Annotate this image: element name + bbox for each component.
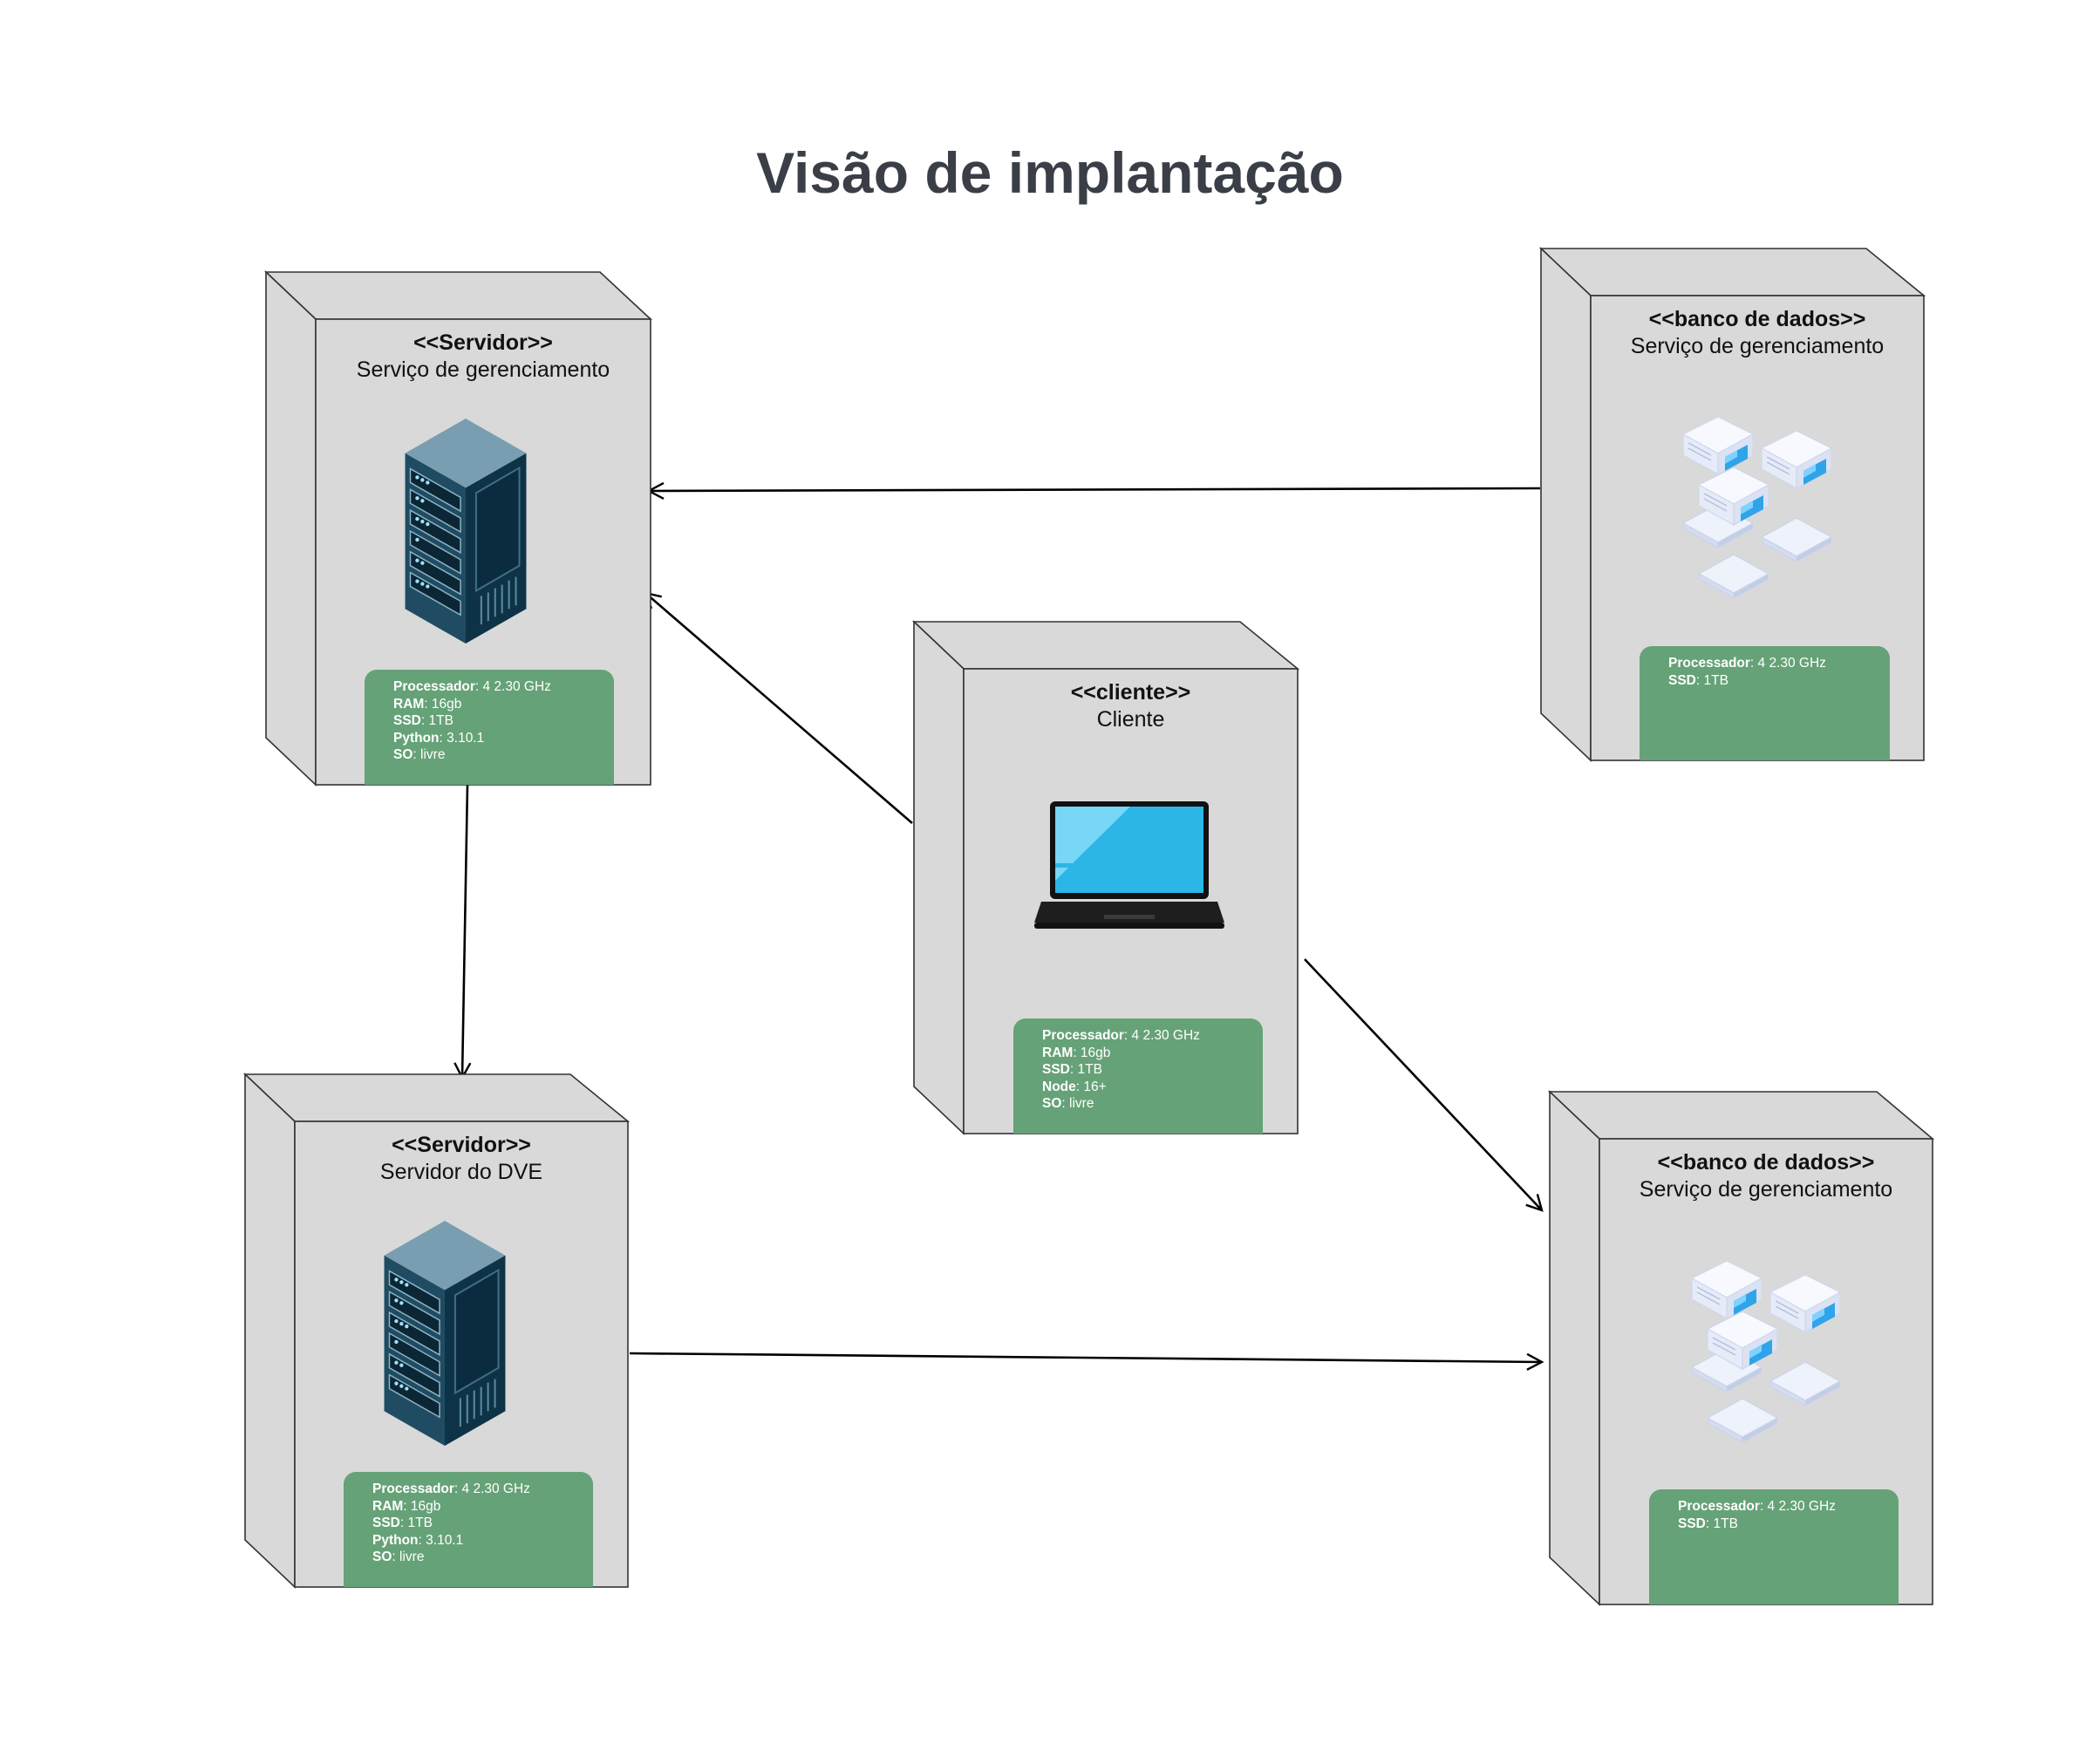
node-name: Serviço de gerenciamento: [1639, 1177, 1893, 1202]
server-rack-icon: [384, 1221, 506, 1446]
connection-lines: [453, 481, 1544, 1371]
laptop-icon: [1034, 801, 1224, 929]
node-name: Serviço de gerenciamento: [1630, 334, 1885, 358]
spec-row: Processador: 4 2.30 GHz: [1042, 1028, 1200, 1043]
node-servidor-dve-label: <<Servidor>> Servidor do DVE: [295, 1132, 628, 1186]
spec-box: Processador: 4 2.30 GHz SSD: 1TB: [1649, 1489, 1899, 1604]
spec-row: SO: livre: [372, 1550, 425, 1564]
spec-row: RAM: 16gb: [372, 1498, 441, 1514]
node-stereotype: <<banco de dados>>: [1648, 307, 1866, 331]
spec-row: Processador: 4 2.30 GHz: [1668, 656, 1826, 671]
spec-row: Processador: 4 2.30 GHz: [1678, 1499, 1836, 1514]
server-rack-icon: [405, 419, 527, 644]
connection-client-to-server: [644, 591, 913, 824]
connection-db-top-to-server: [646, 481, 1541, 501]
spec-row: RAM: 16gb: [393, 696, 462, 712]
node-banco-dados-top-label: <<banco de dados>> Serviço de gerenciame…: [1591, 306, 1924, 360]
spec-box: Processador: 4 2.30 GHz RAM: 16gb SSD: 1…: [365, 670, 614, 785]
connection-server-to-dve: [453, 784, 472, 1080]
spec-box: Processador: 4 2.30 GHz SSD: 1TB: [1640, 646, 1890, 760]
node-banco-dados-bottom-label: <<banco de dados>> Serviço de gerenciame…: [1599, 1149, 1933, 1203]
node-stereotype: <<banco de dados>>: [1657, 1150, 1875, 1175]
node-name: Cliente: [1096, 707, 1165, 732]
node-name: Servidor do DVE: [379, 1160, 543, 1184]
spec-box: Processador: 4 2.30 GHz RAM: 16gb SSD: 1…: [344, 1472, 593, 1587]
spec-row: SSD: 1TB: [1678, 1516, 1738, 1531]
spec-row: Node: 16+: [1042, 1079, 1107, 1094]
spec-box: Processador: 4 2.30 GHz RAM: 16gb SSD: 1…: [1013, 1018, 1263, 1134]
node-servidor-gerenciamento-label: <<Servidor>> Serviço de gerenciamento: [316, 330, 651, 384]
spec-row: Processador: 4 2.30 GHz: [372, 1482, 530, 1496]
diagram-title: Visão de implantação: [756, 140, 1344, 205]
spec-row: Python: 3.10.1: [372, 1532, 464, 1548]
spec-row: Python: 3.10.1: [393, 730, 485, 746]
spec-row: SO: livre: [1042, 1096, 1094, 1111]
node-stereotype: <<Servidor>>: [413, 330, 553, 355]
spec-row: RAM: 16gb: [1042, 1045, 1111, 1060]
spec-row: SSD: 1TB: [372, 1516, 433, 1530]
spec-row: SSD: 1TB: [1668, 672, 1728, 688]
node-stereotype: <<cliente>>: [1070, 680, 1191, 705]
connection-dve-to-db-bottom: [629, 1352, 1544, 1371]
spec-row: Processador: 4 2.30 GHz: [393, 679, 551, 694]
node-stereotype: <<Servidor>>: [392, 1133, 531, 1157]
node-name: Serviço de gerenciamento: [356, 358, 610, 382]
connection-client-to-db-bottom: [1304, 958, 1544, 1212]
node-cliente-label: <<cliente>> Cliente: [964, 679, 1298, 733]
spec-row: SSD: 1TB: [1042, 1062, 1102, 1077]
spec-row: SSD: 1TB: [393, 713, 453, 728]
spec-row: SO: livre: [393, 747, 446, 762]
